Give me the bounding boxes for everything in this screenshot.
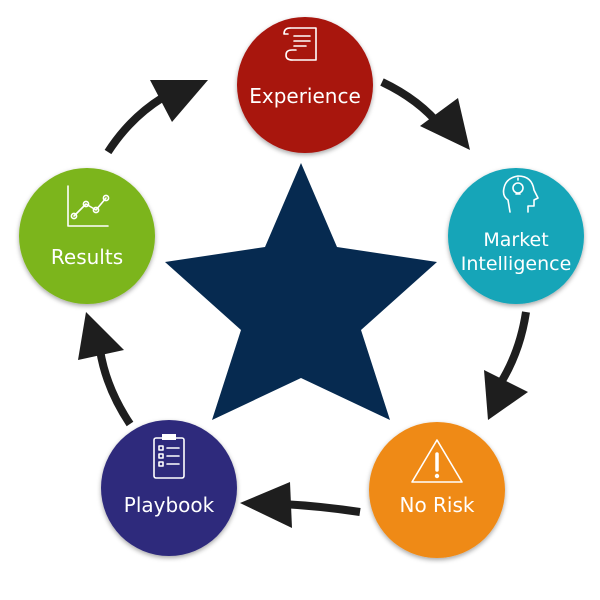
node-label-results: Results — [51, 245, 123, 269]
center-star — [165, 163, 437, 420]
warning-triangle-icon — [411, 439, 463, 483]
clipboard-checklist-icon — [153, 434, 185, 479]
node-label-experience: Experience — [249, 84, 361, 108]
flow-arrows — [78, 78, 530, 528]
arrow-market-to-norisk — [484, 311, 530, 420]
node-label-playbook: Playbook — [124, 493, 215, 517]
node-playbook: Playbook — [101, 420, 237, 556]
node-label-no-risk: No Risk — [399, 493, 474, 517]
arrow-playbook-to-results — [78, 312, 134, 427]
line-chart-icon — [67, 185, 110, 227]
node-label-market: Market — [483, 229, 548, 251]
arrow-experience-to-market — [380, 78, 470, 150]
arrow-results-to-experience — [104, 80, 208, 155]
node-experience: Experience — [237, 17, 373, 153]
head-lightbulb-icon — [502, 175, 539, 213]
node-results: Results — [19, 168, 155, 304]
arrow-norisk-to-playbook — [240, 482, 361, 528]
node-market-intelligence: Market Intelligence — [448, 168, 584, 304]
node-label-intelligence: Intelligence — [461, 253, 572, 275]
document-scroll-icon — [283, 27, 317, 61]
node-no-risk: No Risk — [369, 422, 505, 558]
